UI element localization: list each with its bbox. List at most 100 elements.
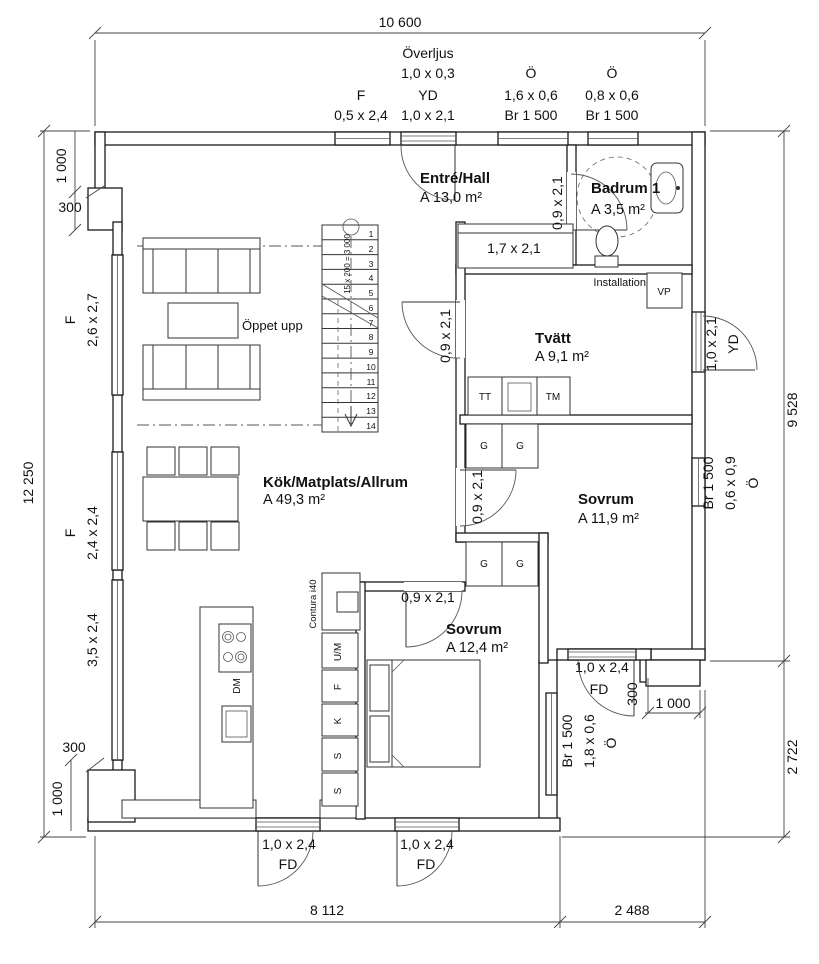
label-g4: G (516, 559, 524, 570)
hall-closet (457, 223, 574, 269)
label-left-f2: F (62, 529, 78, 538)
label-top-f-size: 0,5 x 2,4 (334, 107, 388, 123)
label-closet-size: 1,7 x 2,1 (487, 240, 541, 256)
wall-bed2-right (538, 532, 549, 664)
entrance-step (645, 659, 701, 687)
label-top-o1-size: 1,6 x 0,6 (504, 87, 558, 103)
label-vp: VP (657, 287, 671, 298)
wall-se-step-h (649, 648, 706, 661)
stair-step: 1 (369, 229, 374, 239)
label-open-above: Öppet upp (242, 318, 303, 333)
label-top-yd-size: 1,0 x 2,1 (401, 107, 455, 123)
chair (146, 521, 176, 551)
wall-bottom (87, 817, 561, 832)
side-door-yd (691, 311, 758, 373)
label-fd2: FD (417, 856, 436, 872)
window-top-o1 (497, 131, 569, 146)
dim-tl-v: 1 000 (53, 148, 69, 183)
living-room-furniture (142, 237, 261, 401)
label-fd2-size: 1,0 x 2,4 (400, 836, 454, 852)
label-g3: G (480, 559, 488, 570)
staircase (321, 218, 379, 433)
label-fd3: FD (590, 681, 609, 697)
label-top-o2-size: 0,8 x 0,6 (585, 87, 639, 103)
room-laundry-area: A 9,1 m² (535, 349, 589, 365)
label-top-f: F (357, 87, 366, 103)
dim-left: 12 250 (20, 461, 36, 504)
chair (210, 446, 240, 476)
label-installation: Installation (593, 277, 646, 289)
room-hall-area: A 13,0 m² (420, 190, 482, 206)
label-g1: G (480, 441, 488, 452)
sofa-2 (142, 344, 261, 401)
label-overljus-size: 1,0 x 0,3 (401, 65, 455, 81)
window-top-f (334, 131, 391, 146)
window-left-w3 (111, 579, 124, 761)
laundry-door (401, 300, 465, 359)
stair-step: 13 (366, 406, 376, 416)
label-left-f1-size: 2,6 x 2,7 (84, 293, 100, 347)
stair-step: 9 (369, 347, 374, 357)
label-k: K (333, 717, 344, 724)
dim-bl-h: 300 (62, 739, 86, 755)
dining-furniture (142, 446, 240, 551)
label-f: F (333, 684, 344, 690)
wardrobe-g (501, 541, 539, 587)
label-laundry-door: 0,9 x 2,1 (437, 309, 453, 363)
turning-circle (576, 156, 658, 238)
stair-step: 2 (369, 244, 374, 254)
room-kitchen: Kök/Matplats/Allrum (263, 474, 408, 491)
toilet (594, 225, 619, 268)
room-bed1-area: A 11,9 m² (578, 511, 639, 527)
dim-bl-v: 1 000 (49, 781, 65, 816)
stair-step: 14 (366, 421, 376, 431)
dim-right-upper: 9 528 (784, 392, 800, 427)
label-right-o-size: 0,6 x 0,9 (722, 456, 738, 510)
cooktop (218, 623, 252, 673)
dimension-lines (37, 26, 791, 929)
text-labels: 10 600 12 250 9 528 2 722 8 112 2 488 1 … (20, 14, 800, 918)
wall-bed1-bed2 (455, 532, 549, 543)
stair-start-circle (342, 218, 360, 236)
bed1-door (456, 468, 517, 527)
appliance-k (321, 703, 359, 737)
label-fireplace: Contura i40 (308, 579, 319, 628)
label-stair-note: 15 x 200 = 3 000 (343, 234, 352, 294)
winder-line-1 (321, 283, 379, 319)
room-bed1: Sovrum (578, 491, 634, 508)
appliance-s2 (321, 772, 359, 807)
stair-step: 6 (369, 303, 374, 313)
wardrobe-g (501, 423, 539, 469)
double-bed (366, 659, 481, 768)
entry-door-yd (400, 131, 457, 201)
label-ext-size: 1,8 x 0,6 (581, 714, 597, 768)
label-dm: DM (232, 678, 243, 694)
fd-door-1 (255, 817, 321, 887)
winder-line-2 (321, 295, 379, 329)
fd-door-3 (567, 648, 637, 717)
label-fd1-size: 1,0 x 2,4 (262, 836, 316, 852)
stair-step: 5 (369, 288, 374, 298)
appliance-um (321, 632, 359, 669)
label-overljus: Överljus (402, 44, 453, 61)
room-bed2-area: A 12,4 m² (446, 640, 508, 656)
label-right-yd: YD (725, 334, 741, 353)
wall-left-2 (112, 394, 123, 453)
appliance-s1 (321, 737, 359, 772)
bathroom-fixtures (576, 156, 684, 268)
bed2-door (404, 582, 463, 648)
window-top-o2 (587, 131, 639, 146)
label-left-f1: F (62, 316, 78, 325)
window-left-f2 (111, 451, 124, 571)
dim-right-lower: 2 722 (784, 739, 800, 774)
label-right-o-br: Br 1 500 (700, 456, 716, 509)
room-hall: Entré/Hall (420, 170, 490, 187)
label-s2: S (333, 787, 344, 794)
label-right-o: Ö (744, 477, 761, 488)
fireplace (321, 572, 361, 631)
dim-tl-h: 300 (58, 199, 82, 215)
appliance-f (321, 669, 359, 703)
pillow (369, 664, 390, 712)
